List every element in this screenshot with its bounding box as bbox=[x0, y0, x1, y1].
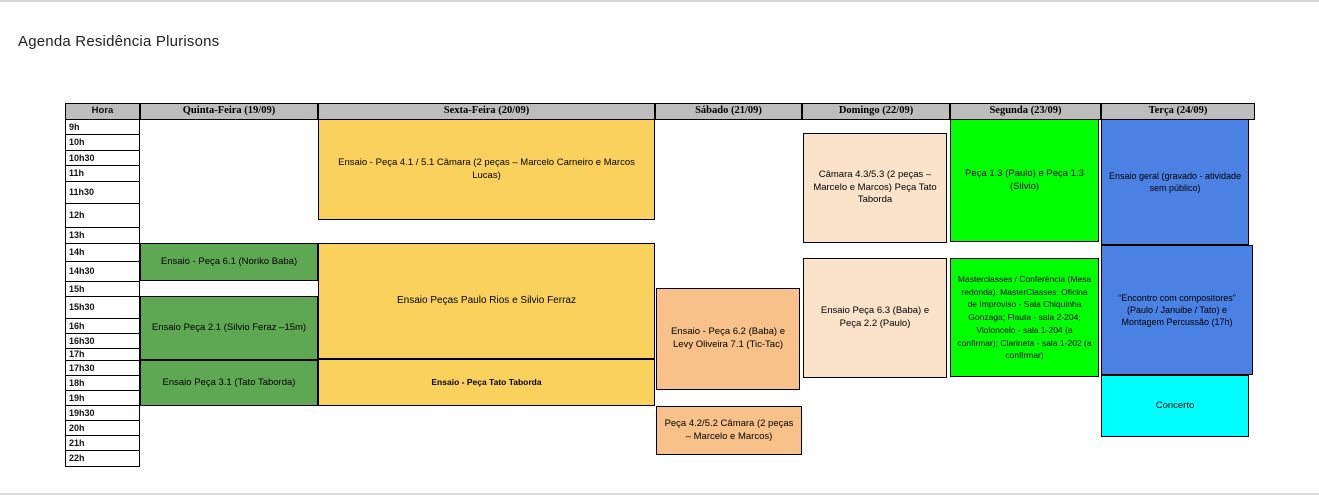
event-domingo-2[interactable]: Ensaio Peça 6.3 (Baba) e Peça 2.2 (Paulo… bbox=[803, 258, 947, 378]
event-domingo-1[interactable]: Câmara 4.3/5.3 (2 peças – Marcelo e Marc… bbox=[803, 133, 947, 243]
event-segunda-2[interactable]: Masterclasses / Conferência (Mesa redond… bbox=[950, 258, 1099, 377]
hour-header-cell: Hora bbox=[65, 103, 140, 120]
event-sabado-2[interactable]: Peça 4.2/5.2 Câmara (2 peças – Marcelo e… bbox=[656, 406, 802, 455]
event-sexta-2[interactable]: Ensaio Peças Paulo Rios e Silvio Ferraz bbox=[318, 243, 655, 359]
hour-cell-10h: 10h bbox=[65, 134, 140, 151]
hour-cell-16h: 16h bbox=[65, 318, 140, 334]
hour-cell-19h30: 19h30 bbox=[65, 405, 140, 421]
hour-cell-14h30: 14h30 bbox=[65, 261, 140, 282]
hour-cell-14h: 14h bbox=[65, 243, 140, 262]
hour-cell-16h30: 16h30 bbox=[65, 333, 140, 349]
hour-cell-15h: 15h bbox=[65, 281, 140, 297]
event-sexta-3[interactable]: Ensaio - Peça Tato Taborda bbox=[318, 359, 655, 406]
hour-cell-19h: 19h bbox=[65, 390, 140, 406]
event-segunda-1[interactable]: Peça 1.3 (Paulo) e Peça 1.3 (Silvio) bbox=[950, 119, 1099, 242]
day-header-sabado: Sábado (21/09) bbox=[655, 103, 802, 120]
day-header-segunda: Segunda (23/09) bbox=[950, 103, 1101, 120]
hour-cell-9h: 9h bbox=[65, 119, 140, 135]
hour-cell-18h: 18h bbox=[65, 375, 140, 391]
day-header-terca: Terça (24/09) bbox=[1101, 103, 1255, 120]
event-sabado-1[interactable]: Ensaio - Peça 6.2 (Baba) e Levy Oliveira… bbox=[656, 288, 800, 390]
hour-cell-13h: 13h bbox=[65, 227, 140, 244]
day-header-quinta: Quinta-Feira (19/09) bbox=[140, 103, 318, 120]
top-edge-divider bbox=[0, 0, 1319, 2]
event-quinta-3[interactable]: Ensaio Peça 3.1 (Tato Taborda) bbox=[140, 360, 318, 406]
event-terca-3[interactable]: Concerto bbox=[1101, 375, 1249, 437]
event-quinta-1[interactable]: Ensaio - Peça 6.1 (Noriko Baba) bbox=[140, 243, 318, 281]
hour-cell-17h30: 17h30 bbox=[65, 360, 140, 376]
event-terca-2[interactable]: “Encontro com compositores” (Paulo / Jan… bbox=[1101, 245, 1253, 375]
hour-cell-21h: 21h bbox=[65, 435, 140, 451]
hour-cell-12h: 12h bbox=[65, 203, 140, 228]
bottom-edge-divider bbox=[0, 493, 1319, 495]
event-sexta-1[interactable]: Ensaio - Peça 4.1 / 5.1 Câmara (2 peças … bbox=[318, 119, 655, 220]
hour-cell-11h: 11h bbox=[65, 165, 140, 182]
page-title: Agenda Residência Plurisons bbox=[18, 33, 220, 50]
event-terca-1[interactable]: Ensaio geral (gravado - atividade sem pú… bbox=[1101, 119, 1249, 245]
hour-cell-15h30: 15h30 bbox=[65, 296, 140, 319]
event-quinta-2[interactable]: Ensaio Peça 2.1 (Silvio Feraz –15m) bbox=[140, 296, 318, 360]
day-header-domingo: Domingo (22/09) bbox=[802, 103, 950, 120]
hour-cell-22h: 22h bbox=[65, 450, 140, 467]
hour-cell-10h30: 10h30 bbox=[65, 150, 140, 166]
day-header-sexta: Sexta-Feira (20/09) bbox=[318, 103, 655, 120]
hour-cell-11h30: 11h30 bbox=[65, 181, 140, 204]
hour-cell-20h: 20h bbox=[65, 420, 140, 436]
